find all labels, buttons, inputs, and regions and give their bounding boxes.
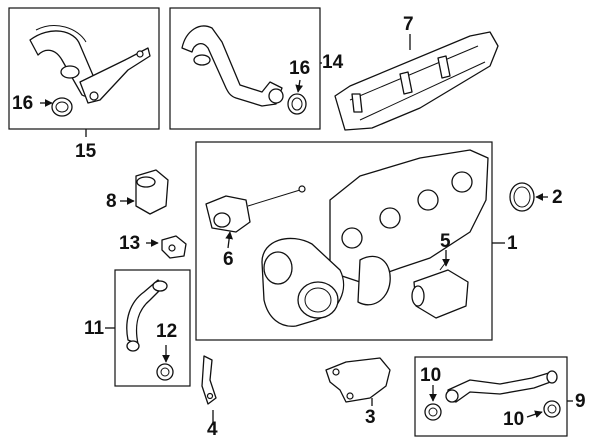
support-bracket-3-part [325,357,391,403]
callout-4: 4 [207,419,218,440]
callout-15: 15 [75,141,97,162]
wastegate-actuator-part [205,185,306,233]
callout-16-right: 16 [289,58,310,79]
callout-11: 11 [84,318,105,339]
callout-8: 8 [106,191,117,212]
group-box-15 [8,7,160,130]
callout-13: 13 [119,233,140,254]
group-box-14 [169,7,321,130]
callout-14: 14 [322,52,344,73]
solenoid-valve-8-part [135,169,169,215]
callout-16-left: 16 [12,93,33,114]
seal-ring-10-left [424,403,442,421]
callout-10-right: 10 [503,409,524,430]
vacuum-actuator-5-part [411,261,469,319]
callout-10-left: 10 [420,365,441,386]
callout-5: 5 [440,231,451,252]
seal-ring-16-left [51,97,73,117]
seal-ring-16-right [287,93,307,115]
group-box-1 [195,141,493,341]
oil-return-pipe-part [181,25,284,107]
callout-12: 12 [156,321,177,342]
group-box-9 [414,356,568,437]
callout-2: 2 [552,187,563,208]
seal-ring-12 [156,363,174,381]
callout-6: 6 [223,249,234,270]
gasket-ring-2 [509,182,535,212]
coolant-pipe-9-part [445,370,558,403]
turbocharger-manifold-part [261,149,489,327]
oil-feed-pipe-part [29,25,151,104]
heat-shield-part [334,31,499,131]
coolant-line-11-part [126,279,168,352]
callout-3: 3 [365,407,376,428]
seal-ring-10-right [543,400,561,418]
callout-1: 1 [507,233,518,254]
flange-gasket-13 [161,235,187,259]
bracket-4-part [201,355,217,405]
callout-9: 9 [575,391,586,412]
callout-7: 7 [403,14,414,35]
